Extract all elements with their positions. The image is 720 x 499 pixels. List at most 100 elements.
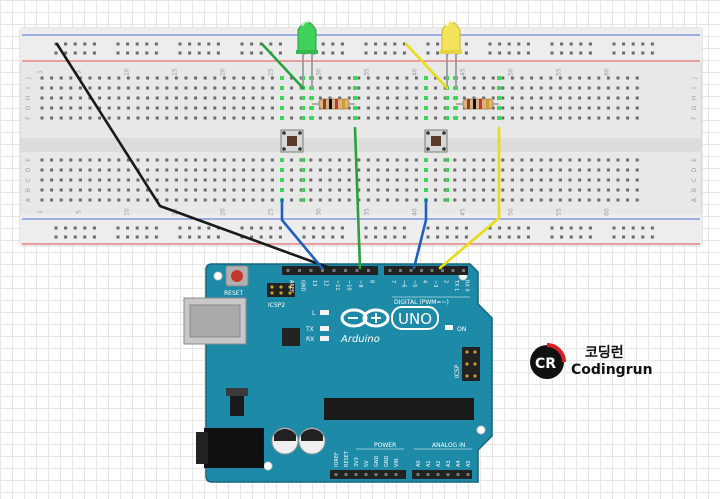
hole: [126, 116, 130, 120]
icsp2-header: [267, 283, 295, 297]
hole: [318, 168, 322, 172]
connection-highlight: [445, 106, 449, 110]
header-pin: [441, 269, 444, 272]
hole: [203, 76, 207, 80]
hole: [165, 86, 169, 90]
hole: [242, 76, 246, 80]
hole: [405, 106, 409, 110]
hole: [376, 86, 380, 90]
hole: [78, 198, 82, 202]
connection-highlight: [280, 116, 284, 120]
hole: [136, 178, 140, 182]
reset-label: RESET: [224, 290, 244, 297]
hole: [347, 188, 351, 192]
reset-button[interactable]: [231, 270, 243, 282]
board-name: UNO: [398, 310, 432, 328]
regulator-tab: [226, 388, 248, 396]
row-letter: I: [25, 87, 32, 89]
hole: [606, 106, 610, 110]
rail-hole: [588, 226, 592, 230]
push-button-left[interactable]: [280, 129, 304, 153]
hole: [635, 96, 639, 100]
hole: [520, 96, 524, 100]
capacitor-right-top: [301, 428, 323, 441]
hole: [530, 198, 534, 202]
hole: [261, 116, 265, 120]
hole: [366, 168, 370, 172]
column-number: 10: [123, 208, 130, 216]
hole: [59, 106, 63, 110]
rail-hole: [426, 235, 430, 239]
hole: [78, 168, 82, 172]
header-pin: [321, 269, 324, 272]
hole: [501, 106, 505, 110]
analog-pin-label: A2: [436, 460, 442, 467]
hole: [136, 116, 140, 120]
hole: [194, 76, 198, 80]
column-number: 60: [603, 68, 610, 76]
hole: [434, 76, 438, 80]
header-pin: [364, 473, 368, 476]
wire-black-gnd-main: [55, 42, 332, 270]
dc-jack-front: [196, 432, 208, 464]
hole: [309, 198, 313, 202]
hole: [338, 198, 342, 202]
hole: [318, 116, 322, 120]
hole: [626, 188, 630, 192]
rail-hole: [436, 226, 440, 230]
rail-hole: [393, 235, 397, 239]
push-button-right[interactable]: [424, 129, 448, 153]
hole: [50, 116, 54, 120]
row-letter: E: [25, 158, 32, 162]
hole: [376, 106, 380, 110]
column-number: 45: [459, 208, 466, 216]
hole: [568, 188, 572, 192]
connection-highlight: [310, 106, 314, 110]
rail-hole: [331, 51, 335, 55]
hole: [232, 86, 236, 90]
hole: [453, 168, 457, 172]
rail-hole: [498, 51, 502, 55]
digital-pin-label: AREF: [288, 280, 294, 293]
hole: [232, 96, 236, 100]
hole: [155, 158, 159, 162]
hole: [414, 86, 418, 90]
rail-hole: [240, 226, 244, 230]
hole: [88, 188, 92, 192]
hole: [222, 106, 226, 110]
header-pin: [399, 269, 402, 272]
connection-highlight: [301, 158, 305, 162]
row-letter: E: [691, 158, 698, 162]
hole: [155, 188, 159, 192]
rail-hole: [383, 235, 387, 239]
hole: [510, 198, 514, 202]
hole: [98, 76, 102, 80]
hole: [50, 86, 54, 90]
hole: [194, 106, 198, 110]
hole: [261, 168, 265, 172]
hole: [549, 198, 553, 202]
hole: [194, 178, 198, 182]
hole: [50, 158, 54, 162]
hole: [213, 178, 217, 182]
hole: [290, 116, 294, 120]
hole: [472, 168, 476, 172]
usb-connector-inner: [189, 304, 241, 338]
row-letter: B: [691, 188, 698, 192]
hole: [203, 168, 207, 172]
hole: [472, 188, 476, 192]
rail-hole: [240, 51, 244, 55]
hole: [117, 96, 121, 100]
rail-hole: [154, 235, 158, 239]
hole: [242, 106, 246, 110]
column-number: 15: [171, 68, 178, 76]
connection-highlight: [445, 168, 449, 172]
hole: [203, 198, 207, 202]
hole: [558, 96, 562, 100]
hole: [366, 198, 370, 202]
hole: [242, 96, 246, 100]
digital-header-left: [282, 266, 378, 275]
column-number: 40: [411, 68, 418, 76]
mounting-hole: [263, 461, 273, 471]
hole: [165, 158, 169, 162]
